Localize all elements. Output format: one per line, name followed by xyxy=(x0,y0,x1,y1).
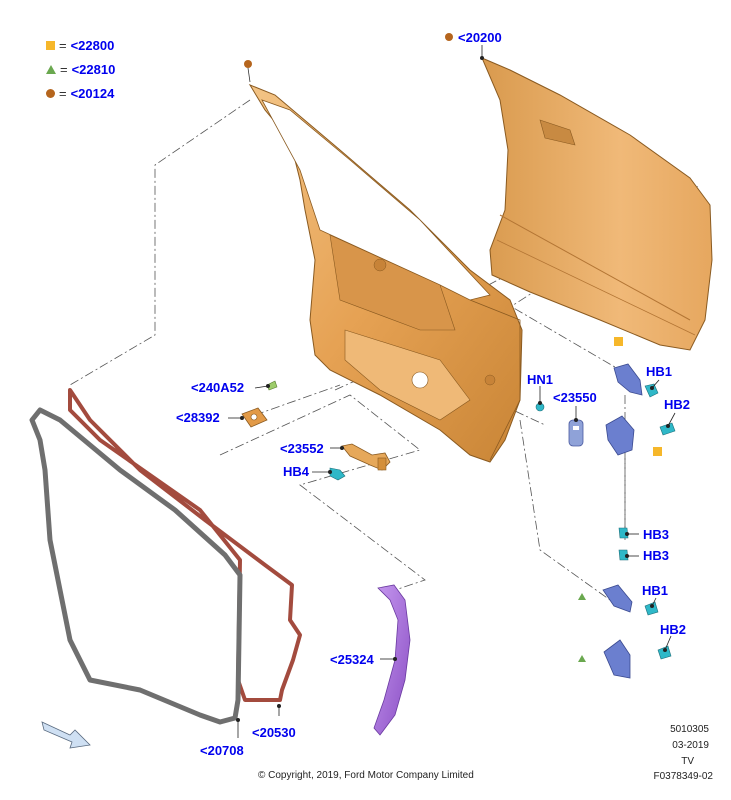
label-pointers xyxy=(228,45,676,738)
label-dots xyxy=(236,56,670,722)
doc-code: 5010305 xyxy=(670,724,709,735)
door-seal-20708[interactable] xyxy=(29,407,243,725)
label-hb3-lower[interactable]: HB3 xyxy=(643,548,669,563)
square-marker-icon xyxy=(614,337,623,346)
hinge-upper-pair[interactable] xyxy=(605,337,676,456)
legend-row-22800: = <22800 xyxy=(46,38,114,53)
legend-row-20124: = <20124 xyxy=(46,86,114,101)
legend-ref-20124[interactable]: <20124 xyxy=(70,86,115,101)
bracket-28392[interactable] xyxy=(241,407,268,428)
check-strap-23552[interactable] xyxy=(341,443,391,471)
label-hb1-lower[interactable]: HB1 xyxy=(642,583,668,598)
label-20530[interactable]: <20530 xyxy=(252,725,296,740)
label-20200[interactable]: <20200 xyxy=(458,30,502,45)
label-hb1-upper[interactable]: HB1 xyxy=(646,364,672,379)
copyright-notice: © Copyright, 2019, Ford Motor Company Li… xyxy=(258,770,474,781)
circle-symbol-icon xyxy=(46,89,55,98)
legend-ref-22800[interactable]: <22800 xyxy=(70,38,115,53)
triangle-symbol-icon xyxy=(46,65,56,74)
label-23552[interactable]: <23552 xyxy=(280,441,324,456)
label-hb2-lower[interactable]: HB2 xyxy=(660,622,686,637)
label-28392[interactable]: <28392 xyxy=(176,410,220,425)
square-marker-icon xyxy=(653,447,662,456)
door-inner-frame[interactable] xyxy=(248,83,523,463)
bolt-hb4[interactable] xyxy=(329,467,346,481)
legend-row-22810: = <22810 xyxy=(46,62,115,77)
label-23550[interactable]: <23550 xyxy=(553,390,597,405)
door-seal-20530[interactable] xyxy=(68,388,302,702)
label-hb4[interactable]: HB4 xyxy=(283,464,310,479)
square-symbol-icon xyxy=(46,41,55,50)
legend-equals: = xyxy=(59,38,67,53)
door-outer-skin[interactable] xyxy=(481,57,713,351)
label-240a52[interactable]: <240A52 xyxy=(191,380,244,395)
label-25324[interactable]: <25324 xyxy=(330,652,375,667)
legend-ref-22810[interactable]: <22810 xyxy=(71,62,116,77)
clip-240a52[interactable] xyxy=(266,380,278,391)
figure-number: F0378349-02 xyxy=(653,771,714,782)
legend-equals: = xyxy=(59,86,67,101)
marker-20124-skin xyxy=(445,33,453,41)
label-20708[interactable]: <20708 xyxy=(200,743,244,758)
triangle-marker-icon xyxy=(578,655,586,662)
trim-panel-25324[interactable] xyxy=(373,584,411,736)
legend-equals: = xyxy=(60,62,68,77)
marker-20124-door xyxy=(244,60,252,68)
front-direction-arrow-icon xyxy=(41,721,91,749)
doc-date: 03-2019 xyxy=(672,740,709,751)
triangle-marker-icon xyxy=(578,593,586,600)
hinge-lower-pair[interactable] xyxy=(578,584,672,679)
label-hb3-upper[interactable]: HB3 xyxy=(643,527,669,542)
doc-tv: TV xyxy=(681,756,694,767)
latch-cover-23550[interactable] xyxy=(568,419,584,447)
label-hb2-upper[interactable]: HB2 xyxy=(664,397,690,412)
label-hn1[interactable]: HN1 xyxy=(527,372,553,387)
